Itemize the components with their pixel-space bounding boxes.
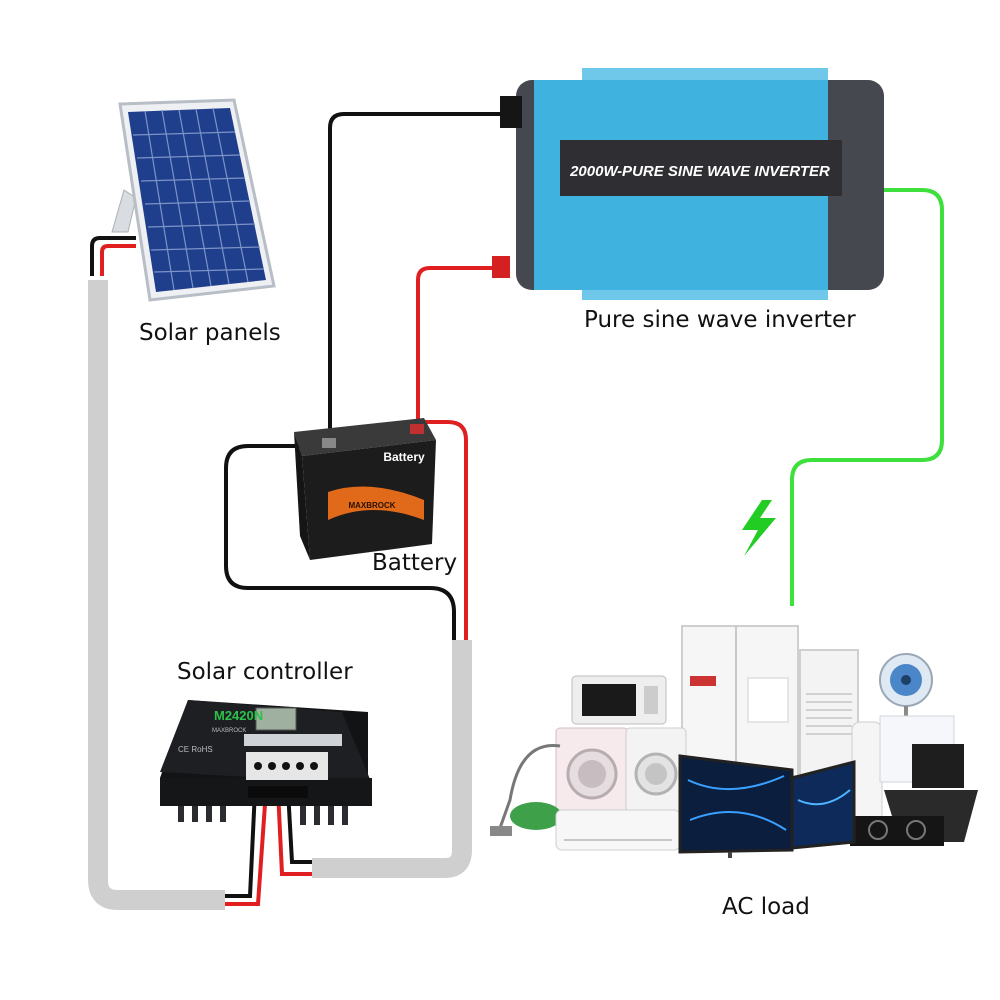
inverter-face-text: 2000W-PURE SINE WAVE INVERTER <box>569 163 830 180</box>
charge-controller-icon: M2420N MAXBROCK CE RoHS <box>160 700 372 825</box>
wire-solar-to-controller <box>225 789 268 906</box>
battery-icon: Battery MAXBROCK <box>294 418 436 560</box>
solar-panel-icon <box>111 98 276 302</box>
cable-conduit <box>88 280 472 910</box>
lightning-bolt-icon <box>742 500 776 556</box>
controller-brand-text: MAXBROCK <box>212 728 246 734</box>
wire-solar-pair <box>90 236 136 276</box>
controller-cert-text: CE RoHS <box>178 745 213 754</box>
controller-model-text: M2420N <box>214 708 263 723</box>
label-solar-panels: Solar panels <box>139 320 281 346</box>
battery-face-text: Battery <box>383 450 425 464</box>
wire-battery-to-inverter <box>328 112 508 432</box>
label-solar-controller: Solar controller <box>177 659 353 685</box>
label-battery: Battery <box>372 550 458 576</box>
wire-ac-output <box>790 188 944 606</box>
appliances-icon <box>490 625 978 858</box>
label-inverter: Pure sine wave inverter <box>584 307 856 333</box>
label-ac-load: AC load <box>722 894 810 920</box>
inverter-icon: 2000W-PURE SINE WAVE INVERTER <box>492 68 884 300</box>
wire-controller-to-battery <box>224 420 468 876</box>
battery-brand-text: MAXBROCK <box>348 501 395 510</box>
